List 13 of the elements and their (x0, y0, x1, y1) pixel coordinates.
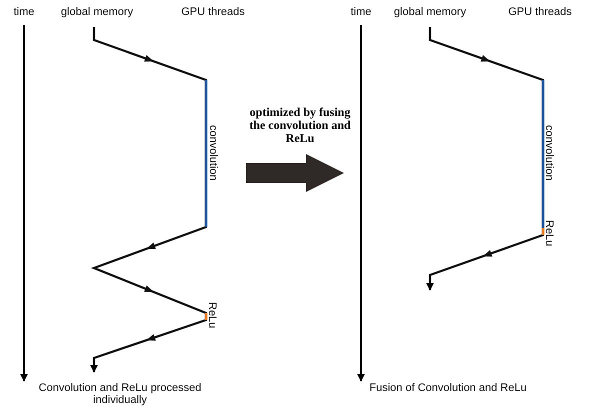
phase-label: convolution (543, 125, 555, 181)
time-axis-label: time (14, 6, 34, 18)
phase-label: convolution (207, 125, 219, 181)
transformation-arrow (246, 154, 344, 192)
axis-label: global memory (394, 6, 466, 18)
node-label: Fusion of Convolution and ReLu (368, 382, 528, 394)
phase-label: ReLu (543, 220, 555, 246)
phase-label: ReLu (206, 302, 218, 328)
axis-label: GPU threads (508, 6, 572, 18)
axis-label: global memory (60, 6, 134, 18)
time-axis-label: time (350, 6, 372, 18)
node-label: Convolution and ReLu processed individually (38, 382, 202, 406)
axis-label: GPU threads (181, 6, 245, 18)
